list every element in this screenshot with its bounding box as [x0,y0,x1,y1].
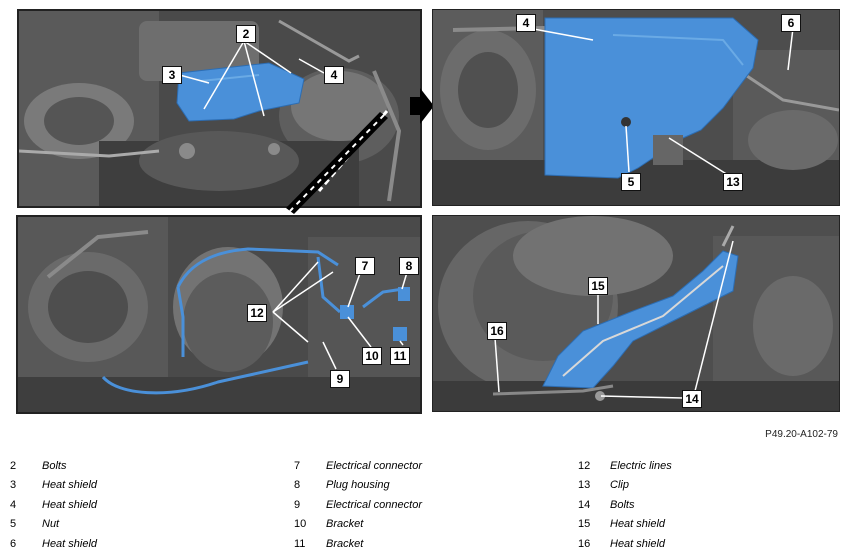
legend-item: 3 Heat shield [10,476,97,495]
engine-view-bottom-right: 15 16 14 [432,215,840,412]
legend-item: 15 Heat shield [578,515,672,534]
callout-bl-8: 8 [399,257,419,275]
legend-label: Bracket [326,537,364,550]
legend-item: 5 Nut [10,515,97,534]
legend-number: 11 [294,537,306,550]
legend-item: 6 Heat shield [10,535,97,554]
legend-item: 9 Electrical connector [294,496,422,515]
legend-label: Bracket [326,518,364,531]
callout-br-14: 14 [682,390,702,408]
view-connector-line [286,112,388,214]
legend-label: Heat shield [42,498,98,511]
legend-label: Clip [610,479,629,492]
legend-label: Bolts [42,460,67,472]
arrow-right-icon [410,88,434,124]
callout-tl-3: 3 [162,66,182,84]
callout-bl-7: 7 [355,257,375,275]
figure-code: P49.20-A102-79 [765,429,838,440]
callout-tr-4: 4 [516,14,536,32]
engine-illustration-top-left [19,11,420,206]
legend-number: 12 [578,460,591,472]
legend-label: Nut [42,518,60,531]
engine-illustration-bottom-left [18,217,420,412]
legend-number: 6 [10,537,17,550]
callout-tl-2: 2 [236,25,256,43]
legend-item: 10 Bracket [294,515,422,534]
legend-label: Electrical connector [326,498,422,511]
legend-number: 4 [10,498,17,511]
legend-number: 7 [294,460,301,472]
callout-bl-12: 12 [247,304,267,322]
legend-label: Heat shield [42,479,98,492]
legend-number: 15 [578,518,591,531]
legend-number: 5 [10,518,17,531]
legend-number: 9 [294,498,301,511]
legend-item: 2 Bolts [10,457,97,476]
legend-number: 14 [578,498,591,511]
callout-tr-13: 13 [723,173,743,191]
legend-label: Heat shield [610,518,666,531]
legend-label: Heat shield [610,537,666,550]
legend-number: 13 [578,479,591,492]
legend-item: 16 Heat shield [578,535,672,554]
callout-tr-5: 5 [621,173,641,191]
legend-item: 13 Clip [578,476,672,495]
callout-bl-10: 10 [362,347,382,365]
legend-item: 7 Electrical connector [294,457,422,476]
engine-illustration-bottom-right [433,216,839,411]
legend-item: 12 Electric lines [578,457,672,476]
legend-number: 2 [10,460,17,472]
callout-bl-11: 11 [390,347,410,365]
legend-number: 8 [294,479,301,492]
engine-view-bottom-left: 7 8 12 10 11 9 [16,215,422,414]
legend-label: Heat shield [42,537,98,550]
legend-item: 11 Bracket [294,535,422,554]
callout-bl-9: 9 [330,370,350,388]
legend-item: 4 Heat shield [10,496,97,515]
legend-number: 10 [294,518,307,531]
legend-item: 14 Bolts [578,496,672,515]
callout-br-16: 16 [487,322,507,340]
legend-item: 8 Plug housing [294,476,422,495]
legend-label: Bolts [610,498,635,511]
engine-illustration-top-right [433,10,839,205]
legend-number: 16 [578,537,591,550]
callout-tr-6: 6 [781,14,801,32]
legend-label: Plug housing [326,479,390,492]
legend-number: 3 [10,479,17,492]
engine-view-top-left: 2 3 4 [17,9,422,208]
legend-label: Electric lines [610,460,672,472]
callout-br-15: 15 [588,277,608,295]
engine-view-top-right: 4 6 5 13 [432,9,840,206]
callout-tl-4: 4 [324,66,344,84]
legend-label: Electrical connector [326,460,422,472]
